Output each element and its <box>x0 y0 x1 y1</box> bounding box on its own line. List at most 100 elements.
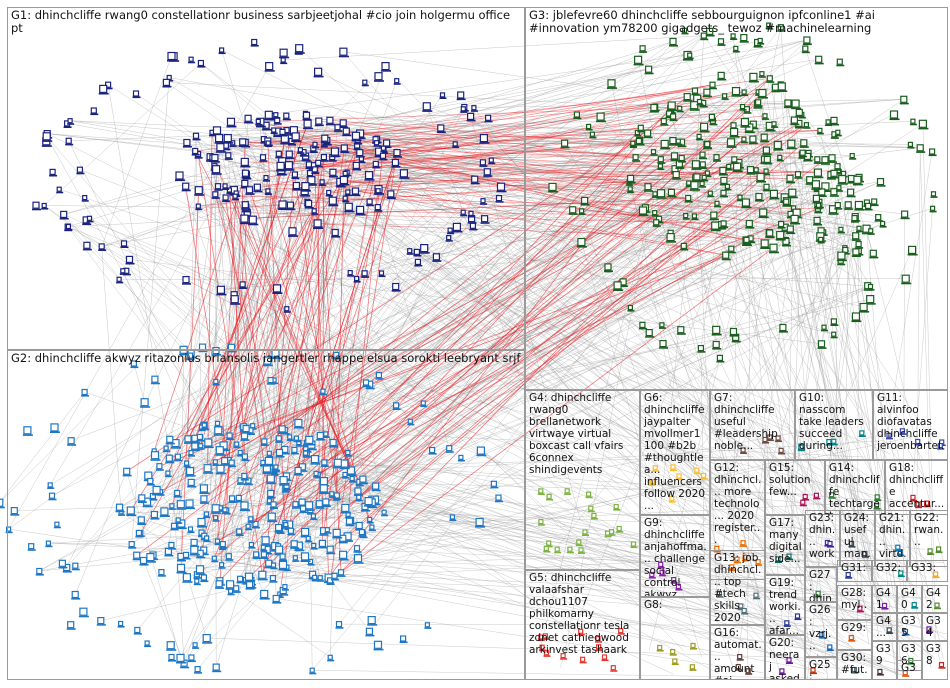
node-avatar <box>158 568 165 576</box>
node-label-mark <box>183 465 191 468</box>
node-label-mark <box>223 142 234 144</box>
node-avatar <box>42 132 51 141</box>
node-avatar <box>248 215 257 224</box>
group-box-g30: G30: #fut... <box>837 650 872 680</box>
node-label-mark <box>345 524 355 527</box>
graph-edge <box>674 155 926 609</box>
graph-edge <box>669 113 712 118</box>
graph-edge <box>346 171 866 537</box>
node-avatar <box>471 175 479 183</box>
node-avatar <box>82 195 88 201</box>
node-label-mark <box>214 142 225 144</box>
node-avatar <box>133 551 141 559</box>
node-avatar <box>222 183 228 189</box>
node-avatar <box>339 47 348 56</box>
node-avatar <box>301 527 310 537</box>
node-label-mark <box>132 96 141 99</box>
node-label-mark <box>361 84 369 87</box>
node-avatar <box>321 459 328 466</box>
graph-edge <box>668 113 894 629</box>
node-label-mark <box>264 70 275 72</box>
group-box-g1: G1: dhinchcliffe rwang0 constellationr b… <box>7 7 525 350</box>
node-avatar <box>216 464 225 473</box>
graph-edge <box>675 174 774 490</box>
node-avatar <box>342 127 350 135</box>
node-avatar <box>239 281 246 288</box>
node-avatar <box>352 161 360 169</box>
group-box-g11: G11: alvinfoo diofavatas dhinchcliffe je… <box>873 390 948 460</box>
node-label-mark <box>224 158 233 160</box>
node-label-mark <box>41 208 49 210</box>
graph-edge <box>385 65 862 577</box>
node-avatar <box>223 134 232 143</box>
highlight-edge <box>217 192 237 542</box>
graph-edge <box>101 246 122 512</box>
graph-edge <box>166 82 680 109</box>
node-label-mark <box>214 543 222 546</box>
node-label-mark <box>315 507 325 509</box>
node-label-mark <box>211 512 222 514</box>
node-label-mark <box>347 275 355 277</box>
node-label-mark <box>270 567 278 570</box>
node-label-mark <box>281 491 290 493</box>
node-avatar <box>195 203 201 209</box>
graph-edge <box>263 138 884 601</box>
node-label-mark <box>302 455 310 458</box>
highlight-edge <box>317 201 787 475</box>
graph-edge <box>186 204 246 464</box>
node-label-mark <box>182 283 191 285</box>
node-avatar <box>326 116 334 124</box>
node-avatar <box>358 528 365 536</box>
node-label-mark <box>343 540 354 542</box>
node-avatar <box>104 81 112 88</box>
node-avatar <box>291 171 298 178</box>
highlight-edge <box>267 140 286 523</box>
node-avatar <box>302 111 311 119</box>
group-label-g39: G39 <box>876 643 891 667</box>
graph-edge <box>294 174 839 188</box>
node-avatar <box>391 158 399 167</box>
node-avatar <box>355 521 363 530</box>
graph-edge <box>227 460 904 673</box>
node-avatar <box>241 472 248 480</box>
node-label-mark <box>264 464 275 467</box>
node-avatar <box>252 520 259 528</box>
node-avatar <box>393 149 401 157</box>
node-avatar <box>305 161 312 168</box>
node-avatar <box>286 201 294 209</box>
graph-edge <box>303 151 910 666</box>
node-avatar <box>285 150 293 158</box>
node-avatar <box>253 183 261 191</box>
node-avatar <box>294 418 303 428</box>
node-avatar <box>263 175 269 181</box>
graph-edge <box>780 84 828 680</box>
node-label-mark <box>275 441 284 443</box>
node-avatar <box>253 551 260 558</box>
graph-edge <box>654 212 918 671</box>
node-avatar <box>240 501 249 510</box>
group-box-g16: G16: automat... amount #ai jobs... <box>710 625 765 680</box>
node-label-mark <box>128 547 137 549</box>
node-label-mark <box>132 558 142 561</box>
node-avatar <box>349 475 355 482</box>
node-label-mark <box>280 452 290 455</box>
node-avatar <box>437 124 445 132</box>
group-label-g4: G4: dhinchcliffe rwang0 brellanetwork vi… <box>529 392 627 476</box>
node-avatar <box>342 170 348 176</box>
node-label-mark <box>313 75 324 78</box>
graph-edge <box>844 247 890 571</box>
node-avatar <box>126 506 135 515</box>
node-label-mark <box>340 151 350 154</box>
node-label-mark <box>247 521 255 523</box>
node-label-mark <box>355 213 366 216</box>
node-label-mark <box>137 523 147 525</box>
node-avatar <box>175 517 181 523</box>
graph-edge <box>180 567 923 599</box>
node-label-mark <box>203 446 214 449</box>
node-label-mark <box>211 197 220 199</box>
node-label-mark <box>460 111 468 113</box>
node-label-mark <box>302 118 312 121</box>
highlight-edge <box>194 123 308 439</box>
highlight-edge <box>324 193 775 463</box>
node-avatar <box>276 161 285 170</box>
